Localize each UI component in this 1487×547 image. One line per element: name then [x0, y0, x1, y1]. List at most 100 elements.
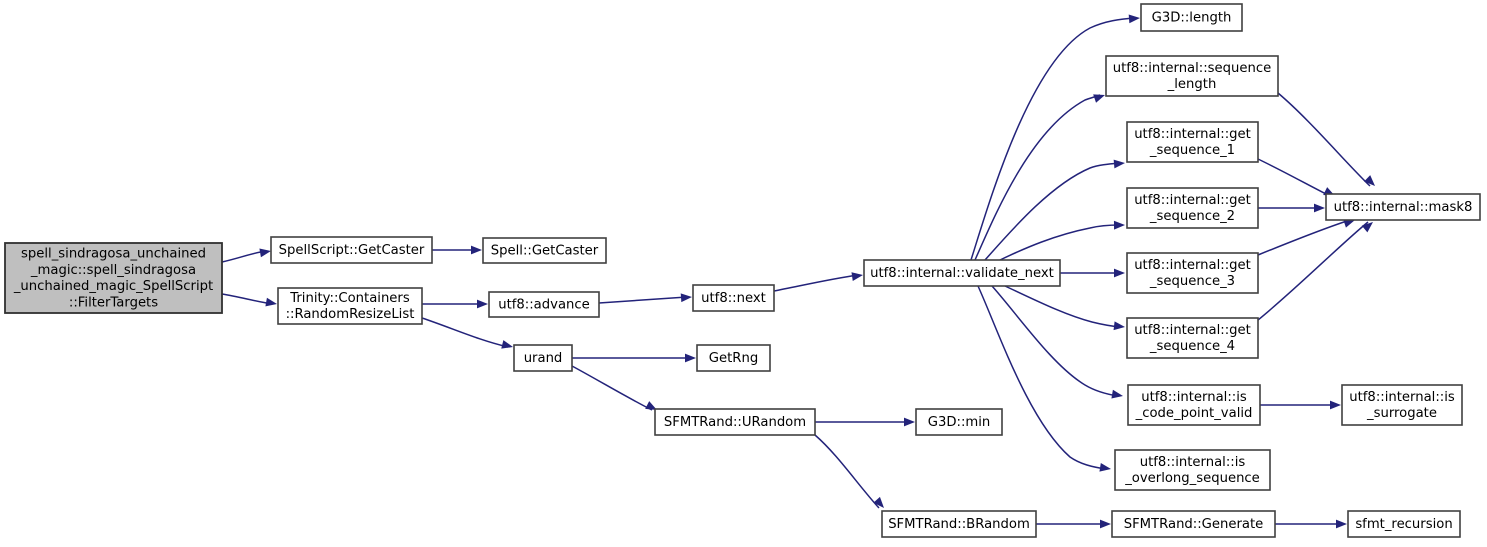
- node-label: SFMTRand::URandom: [664, 415, 806, 430]
- node-label: utf8::internal::get_sequence_2: [1134, 193, 1251, 224]
- edge-arrowhead: [1336, 519, 1347, 529]
- graph-edge: [422, 299, 488, 309]
- node-box[interactable]: [513, 344, 573, 372]
- node-box[interactable]: [1325, 193, 1481, 221]
- graph-edge: [814, 434, 884, 509]
- edge-arrowhead: [1100, 519, 1111, 529]
- graph-edge: [1060, 268, 1125, 278]
- graph-node-mask8[interactable]: utf8::internal::mask8: [1325, 193, 1481, 221]
- node-label: G3D::min: [928, 415, 991, 430]
- node-box[interactable]: [696, 344, 771, 372]
- graph-edge: [432, 245, 482, 255]
- node-box[interactable]: [1114, 449, 1271, 491]
- graph-node-utf8_next[interactable]: utf8::next: [692, 284, 775, 312]
- node-box[interactable]: [1341, 384, 1463, 426]
- graph-edge: [984, 159, 1125, 261]
- node-box[interactable]: [881, 510, 1037, 538]
- node-box[interactable]: [1347, 510, 1461, 538]
- edge-arrowhead: [685, 353, 696, 363]
- node-box[interactable]: [1126, 121, 1259, 163]
- node-box[interactable]: [863, 259, 1061, 287]
- edge-arrowhead: [1343, 219, 1355, 228]
- node-box[interactable]: [654, 408, 816, 436]
- node-label: utf8::internal::get_sequence_1: [1134, 127, 1251, 158]
- graph-node-spellscript_getcaster[interactable]: SpellScript::GetCaster: [270, 236, 433, 264]
- graph-node-sfmtrand_urandom[interactable]: SFMTRand::URandom: [654, 408, 816, 436]
- graph-node-validate_next[interactable]: utf8::internal::validate_next: [863, 259, 1061, 287]
- graph-edge: [773, 272, 863, 292]
- graph-node-filter_targets[interactable]: spell_sindragosa_unchained_magic::spell_…: [4, 242, 223, 314]
- node-label: Spell::GetCaster: [491, 244, 599, 259]
- edge-arrowhead: [1099, 462, 1111, 472]
- graph-node-sfmtrand_brandom[interactable]: SFMTRand::BRandom: [881, 510, 1037, 538]
- graph-node-urand[interactable]: urand: [513, 344, 573, 372]
- node-box[interactable]: [270, 236, 433, 264]
- node-label: SpellScript::GetCaster: [279, 243, 425, 258]
- graph-node-spell_getcaster[interactable]: Spell::GetCaster: [482, 237, 607, 264]
- node-label: utf8::internal::is_overlong_sequence: [1124, 455, 1260, 486]
- node-box[interactable]: [1105, 55, 1279, 97]
- node-box[interactable]: [915, 408, 1003, 436]
- node-box[interactable]: [1111, 510, 1276, 538]
- edge-arrowhead: [259, 248, 271, 258]
- node-label: GetRng: [709, 351, 758, 366]
- node-label: Trinity::Containers::RandomResizeList: [286, 291, 415, 322]
- edge-arrowhead: [1128, 14, 1140, 24]
- node-box[interactable]: [1126, 252, 1259, 294]
- graph-edge: [221, 248, 271, 263]
- graph-node-g3d_length[interactable]: G3D::length: [1140, 3, 1243, 32]
- node-label: utf8::internal::get_sequence_3: [1134, 258, 1251, 289]
- node-box[interactable]: [692, 284, 775, 312]
- graph-edge: [598, 293, 692, 304]
- edge-arrowhead: [680, 293, 692, 303]
- node-label: utf8::advance: [498, 298, 590, 313]
- node-label: utf8::internal::is_surrogate: [1349, 390, 1455, 421]
- edge-arrowhead: [1361, 222, 1373, 233]
- graph-node-get_sequence_3[interactable]: utf8::internal::get_sequence_3: [1126, 252, 1259, 294]
- node-box[interactable]: [4, 242, 223, 314]
- graph-node-is_code_point_valid[interactable]: utf8::internal::is_code_point_valid: [1127, 384, 1261, 426]
- graph-node-sequence_length[interactable]: utf8::internal::sequence_length: [1105, 55, 1279, 97]
- edge-arrowhead: [1114, 268, 1125, 278]
- node-label: SFMTRand::Generate: [1124, 517, 1264, 532]
- node-box[interactable]: [1126, 317, 1259, 359]
- graph-edge: [572, 353, 696, 363]
- node-box[interactable]: [277, 287, 423, 325]
- graph-edge: [974, 94, 1105, 261]
- graph-node-is_surrogate[interactable]: utf8::internal::is_surrogate: [1341, 384, 1463, 426]
- edge-arrowhead: [471, 245, 482, 255]
- node-box[interactable]: [1126, 187, 1259, 229]
- node-box[interactable]: [1127, 384, 1261, 426]
- graph-node-sfmtrand_generate[interactable]: SFMTRand::Generate: [1111, 510, 1276, 538]
- graph-node-sfmt_recursion[interactable]: sfmt_recursion: [1347, 510, 1461, 538]
- edge-arrowhead: [904, 417, 915, 427]
- graph-edge: [970, 14, 1140, 261]
- graph-edge: [1260, 400, 1341, 410]
- nodes-layer: spell_sindragosa_unchained_magic::spell_…: [4, 3, 1481, 538]
- edge-arrowhead: [265, 297, 277, 307]
- edge-arrowhead: [645, 401, 657, 410]
- edge-arrowhead: [1330, 400, 1341, 410]
- graph-edge: [1257, 221, 1373, 321]
- node-box[interactable]: [482, 237, 607, 264]
- graph-edge: [571, 365, 657, 411]
- edge-arrowhead: [477, 299, 488, 309]
- graph-node-get_sequence_1[interactable]: utf8::internal::get_sequence_1: [1126, 121, 1259, 163]
- node-box[interactable]: [1140, 3, 1243, 32]
- edges-layer: [221, 14, 1375, 529]
- node-label: G3D::length: [1152, 11, 1232, 26]
- edge-arrowhead: [1113, 159, 1125, 169]
- edge-arrowhead: [1314, 203, 1325, 213]
- node-box[interactable]: [488, 291, 600, 318]
- node-label: utf8::internal::mask8: [1334, 200, 1473, 215]
- graph-node-is_overlong_sequence[interactable]: utf8::internal::is_overlong_sequence: [1114, 449, 1271, 491]
- graph-edge: [991, 285, 1123, 399]
- graph-node-utf8_advance[interactable]: utf8::advance: [488, 291, 600, 318]
- graph-node-getrng[interactable]: GetRng: [696, 344, 771, 372]
- graph-node-trinity_randomresizelist[interactable]: Trinity::Containers::RandomResizeList: [277, 287, 423, 325]
- graph-edge: [421, 317, 513, 349]
- graph-node-get_sequence_2[interactable]: utf8::internal::get_sequence_2: [1126, 187, 1259, 229]
- edge-arrowhead: [1111, 389, 1123, 399]
- graph-node-get_sequence_4[interactable]: utf8::internal::get_sequence_4: [1126, 317, 1259, 359]
- graph-node-g3d_min[interactable]: G3D::min: [915, 408, 1003, 436]
